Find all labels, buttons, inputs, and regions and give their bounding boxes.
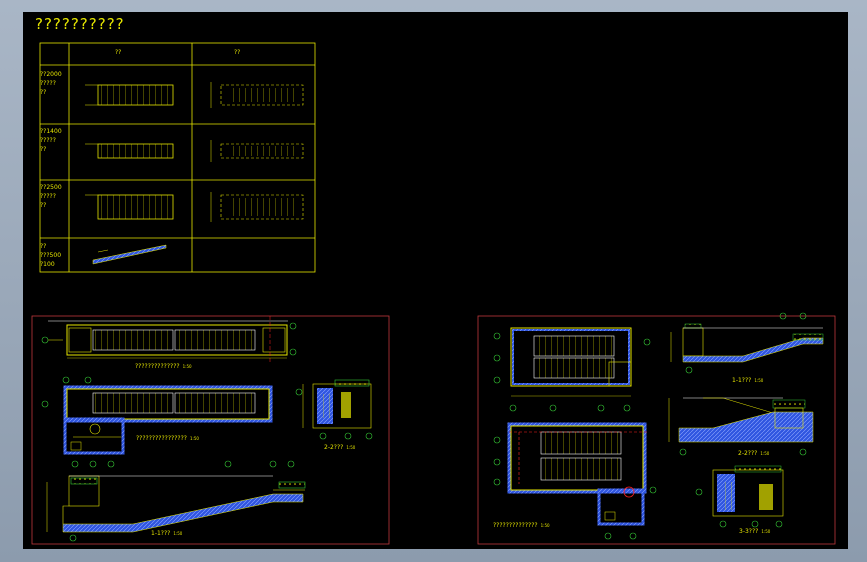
caption-scale: 1:50 — [754, 378, 764, 383]
caption-text: 1-1??? — [732, 377, 752, 384]
left-section-1-1 — [46, 460, 306, 542]
cad-drawing-canvas[interactable]: ?????????? ?? ?? ??2000 ????? ?? ??1400 … — [23, 12, 848, 549]
caption-text: ?????????????? — [135, 363, 180, 370]
right-section-3-3 — [695, 465, 784, 528]
caption-text: ?????????????? — [493, 522, 538, 529]
right-section-2-2 — [668, 397, 814, 456]
right-sheet-frame — [477, 315, 836, 545]
right-plan-bottom — [493, 422, 657, 540]
caption-scale: 1:50 — [173, 531, 183, 536]
drawing-title: ?????????? — [35, 15, 125, 33]
caption-left-plan-a: ??????????????1:50 — [135, 363, 192, 370]
drawing-geometry — [31, 42, 836, 545]
caption-left-section-2: 2-2???1:50 — [324, 444, 355, 451]
caption-text: 2-2??? — [324, 444, 344, 451]
legend-row-2-drawings — [85, 140, 304, 162]
caption-text: ???????????????? — [136, 435, 187, 442]
caption-right-section-1: 1-1???1:50 — [732, 377, 763, 384]
right-section-1-1 — [670, 312, 824, 374]
legend-row-4-ramp — [92, 244, 167, 265]
caption-scale: 1:50 — [182, 364, 192, 369]
table-header-section: ?? — [234, 49, 241, 56]
caption-right-section-2: 2-2???1:50 — [738, 450, 769, 457]
right-plan-top — [493, 327, 651, 412]
caption-scale: 1:50 — [540, 523, 550, 528]
left-plan-a — [41, 316, 297, 362]
legend-row-1-drawings — [85, 82, 304, 108]
table-row-label-1: ??2000 ????? ?? — [40, 71, 62, 96]
table-row-label-2: ??1400 ????? ?? — [40, 128, 62, 153]
caption-scale: 1:50 — [761, 529, 771, 534]
caption-scale: 1:50 — [760, 451, 770, 456]
caption-left-section-1: 1-1???1:50 — [151, 530, 182, 537]
caption-left-plan-b: ????????????????1:50 — [136, 435, 199, 442]
caption-right-plan: ??????????????1:50 — [493, 522, 550, 529]
caption-right-section-3: 3-3???1:50 — [739, 528, 770, 535]
left-section-2-2 — [295, 379, 373, 440]
left-sheet-frame — [31, 315, 390, 545]
table-row-label-4: ?? ???500 ?100 — [40, 243, 62, 268]
caption-text: 3-3??? — [739, 528, 759, 535]
left-plan-b — [41, 376, 273, 468]
table-header-plan: ?? — [115, 49, 122, 56]
caption-scale: 1:50 — [346, 445, 356, 450]
caption-text: 1-1??? — [151, 530, 171, 537]
legend-table — [39, 42, 316, 273]
caption-scale: 1:50 — [189, 436, 199, 441]
table-row-label-3: ??2500 ????? ?? — [40, 184, 62, 209]
caption-text: 2-2??? — [738, 450, 758, 457]
legend-row-3-drawings — [85, 192, 304, 222]
